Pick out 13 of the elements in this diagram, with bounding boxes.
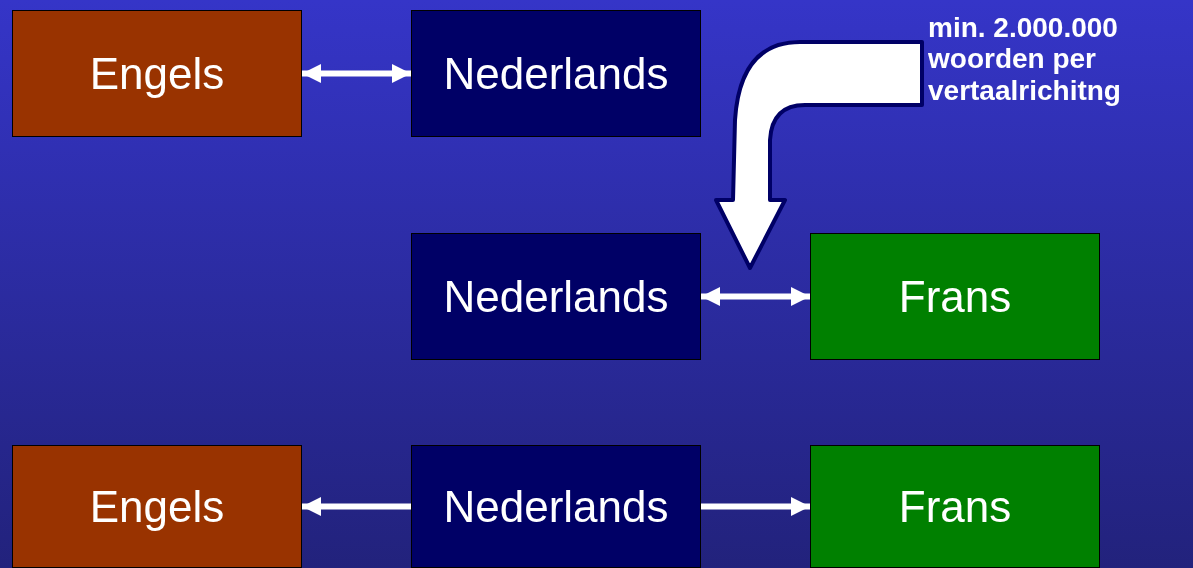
- language-box: Engels: [12, 445, 302, 568]
- arrow: [701, 286, 810, 307]
- language-box: Nederlands: [411, 10, 701, 137]
- language-box: Frans: [810, 445, 1100, 568]
- arrow: [701, 496, 810, 517]
- arrow: [302, 63, 411, 84]
- language-box: Nederlands: [411, 233, 701, 360]
- language-box: Frans: [810, 233, 1100, 360]
- language-box: Nederlands: [411, 445, 701, 568]
- note-text: min. 2.000.000 woorden per vertaalrichitng: [928, 12, 1190, 107]
- language-box: Engels: [12, 10, 302, 137]
- arrow: [302, 496, 411, 517]
- curved-block-arrow: [714, 40, 924, 270]
